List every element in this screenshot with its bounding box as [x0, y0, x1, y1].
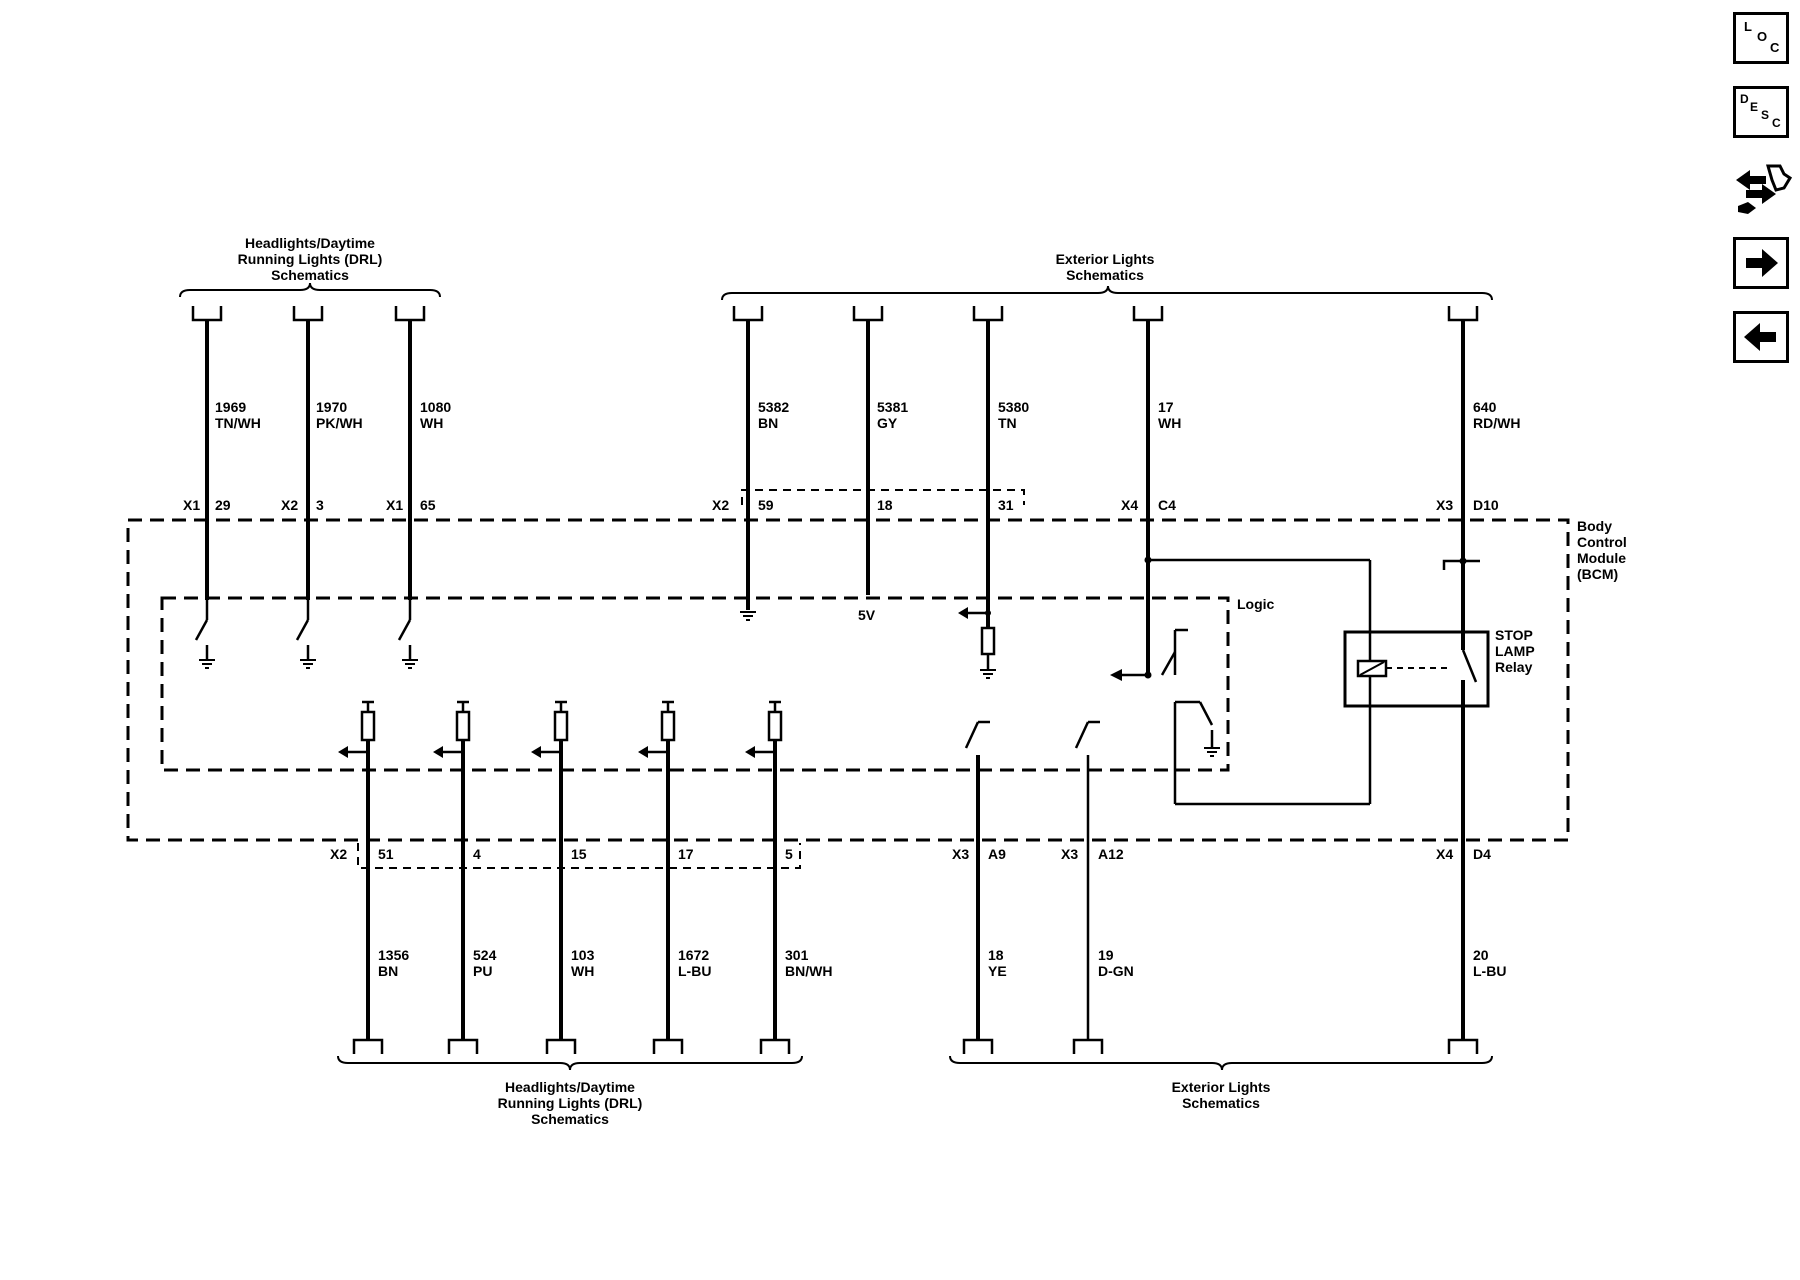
pin-num-3: 65	[420, 497, 436, 513]
desc-letter-d: D	[1740, 92, 1749, 106]
five-volt-label: 5V	[858, 607, 876, 623]
header-top-left-line3: Schematics	[271, 267, 349, 283]
stop-lamp-relay	[1343, 557, 1490, 1040]
bcm-outline	[126, 518, 1570, 842]
desc-letter-c: C	[1772, 116, 1781, 130]
pin-num-6: 31	[998, 497, 1014, 513]
header-bottom-right-line2: Schematics	[1182, 1095, 1260, 1111]
connector-x2-bottom-group	[357, 843, 801, 869]
bottom-pin-num-5: 5	[785, 846, 793, 862]
logic-label: Logic	[1237, 596, 1275, 612]
description-button[interactable]: D E S C	[1733, 86, 1789, 138]
pin-conn-7: X4	[1121, 497, 1139, 513]
pin-conn-8: X3	[1436, 497, 1454, 513]
desc-letter-s: S	[1761, 108, 1770, 122]
header-bottom-right-line1: Exterior Lights	[1172, 1079, 1271, 1095]
top-connectors	[191, 304, 1479, 322]
pin-num-7: C4	[1158, 497, 1176, 513]
bottom-pin-conn-6: X3	[952, 846, 970, 862]
header-bracket-top-right: Exterior Lights Schematics	[721, 251, 1493, 301]
pin-num-1: 29	[215, 497, 231, 513]
pin-num-4: 59	[758, 497, 774, 513]
next-button[interactable]	[1733, 237, 1789, 289]
header-bottom-left-line3: Schematics	[531, 1111, 609, 1127]
header-bottom-left-line1: Headlights/Daytime	[505, 1079, 635, 1095]
loc-letter-o: O	[1757, 29, 1768, 44]
connector-end-view-button[interactable]	[1732, 158, 1792, 216]
logic-outline	[160, 596, 1230, 772]
pin-num-2: 3	[316, 497, 324, 513]
header-top-right-line1: Exterior Lights	[1056, 251, 1155, 267]
drl-input-switches	[194, 600, 412, 660]
connector-end-view-icon	[1736, 164, 1792, 214]
pin-conn-3: X1	[386, 497, 404, 513]
bottom-pin-num-6: A9	[988, 846, 1006, 862]
pin-conn-4: X2	[712, 497, 730, 513]
pin-num-5: 18	[877, 497, 893, 513]
bottom-pin-num-2: 4	[473, 846, 481, 862]
previous-button[interactable]	[1733, 311, 1789, 363]
drl-output-drivers	[338, 700, 783, 1040]
pin-conn-1: X1	[183, 497, 201, 513]
loc-letter-c: C	[1770, 40, 1780, 55]
bottom-connectors	[352, 1038, 1479, 1056]
desc-letter-e: E	[1750, 100, 1759, 114]
bottom-pin-num-8: D4	[1473, 846, 1491, 862]
bottom-pin-num-1: 51	[378, 846, 394, 862]
pin-conn-2: X2	[281, 497, 299, 513]
bottom-pin-conn-1: X2	[330, 846, 348, 862]
bottom-pin-num-3: 15	[571, 846, 587, 862]
arrow-right-icon	[1746, 249, 1778, 277]
header-bottom-left-line2: Running Lights (DRL)	[498, 1095, 643, 1111]
exterior-output-switches	[964, 720, 1100, 1040]
top-wires	[205, 320, 1465, 675]
header-top-left-line2: Running Lights (DRL)	[238, 251, 383, 267]
loc-letter-l: L	[1744, 19, 1752, 34]
bottom-pin-num-4: 17	[678, 846, 694, 862]
stop-lamp-input	[1118, 558, 1372, 806]
header-top-right-line2: Schematics	[1066, 267, 1144, 283]
header-top-left-line1: Headlights/Daytime	[245, 235, 375, 251]
location-button[interactable]: L O C	[1733, 12, 1789, 64]
header-bracket-bottom-left: Headlights/Daytime Running Lights (DRL) …	[337, 1055, 803, 1127]
header-bracket-top-left: Headlights/Daytime Running Lights (DRL) …	[179, 235, 441, 298]
tn-input-pulldown	[958, 607, 997, 679]
bottom-pin-conn-7: X3	[1061, 846, 1079, 862]
pin-num-8: D10	[1473, 497, 1499, 513]
bottom-pin-num-7: A12	[1098, 846, 1124, 862]
bottom-pin-conn-8: X4	[1436, 846, 1454, 862]
connector-x2-top-group	[741, 489, 1025, 505]
header-bracket-bottom-right: Exterior Lights Schematics	[949, 1055, 1493, 1111]
arrow-left-icon	[1744, 323, 1776, 351]
